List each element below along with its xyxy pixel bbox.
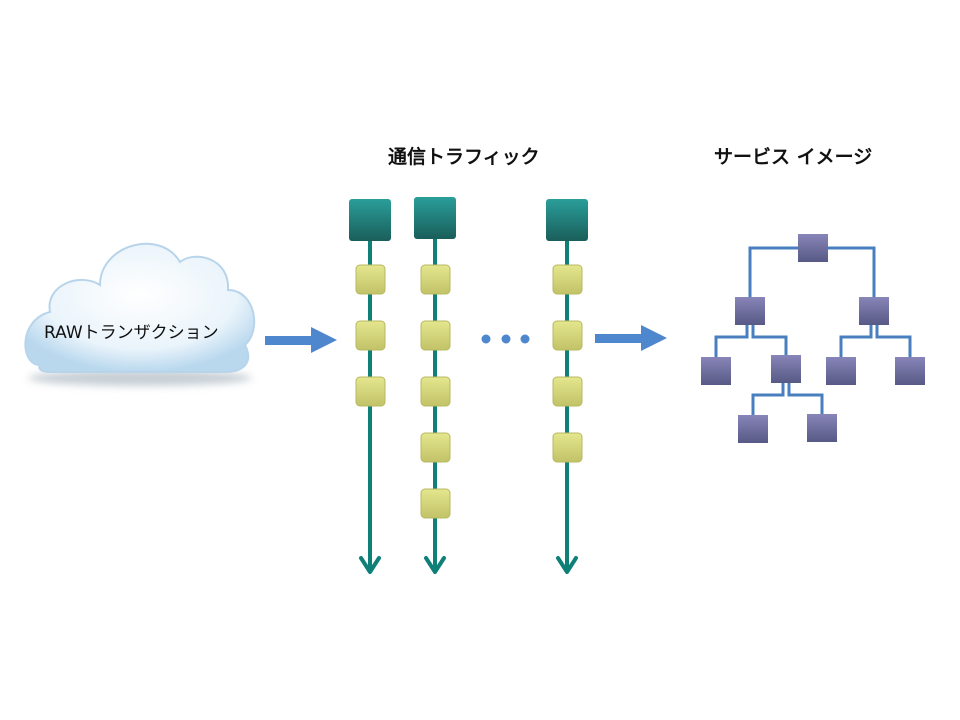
stream-head [546, 199, 588, 241]
packet [420, 376, 451, 407]
traffic-heading: 通信トラフィック [388, 146, 540, 168]
tree-node [826, 357, 856, 385]
arrow-to-traffic-icon [265, 327, 337, 353]
tree-edge [839, 325, 873, 357]
tree-edge [751, 325, 788, 355]
traffic-stream [349, 199, 391, 574]
packet [355, 264, 386, 295]
ellipsis-dots [481, 334, 530, 344]
traffic-stream [546, 199, 588, 574]
tree-edge [787, 383, 824, 414]
packet [420, 320, 451, 351]
packet [552, 264, 583, 295]
packet [552, 432, 583, 463]
packet [355, 376, 386, 407]
packet [355, 320, 386, 351]
packet [552, 376, 583, 407]
arrow-down-icon [556, 556, 578, 574]
packet [420, 432, 451, 463]
tree-node [735, 297, 765, 325]
service-image-heading: サービス イメージ [714, 146, 873, 168]
packet [420, 264, 451, 295]
tree-node [771, 355, 801, 383]
cloud-label: RAWトランザクション [44, 323, 219, 343]
arrow-down-icon [424, 556, 446, 574]
tree-edge [748, 246, 798, 297]
cloud-icon [24, 242, 256, 386]
tree-node [895, 357, 925, 385]
tree-edge [751, 383, 785, 415]
tree-node [701, 357, 731, 385]
service-tree [701, 234, 925, 443]
tree-edge [875, 325, 912, 357]
packet [552, 320, 583, 351]
tree-node [859, 297, 889, 325]
stream-head [414, 197, 456, 239]
arrow-down-icon [359, 556, 381, 574]
tree-node [738, 415, 768, 443]
traffic-streams [349, 197, 588, 574]
packet [420, 488, 451, 519]
tree-edge [828, 246, 876, 297]
tree-node [807, 414, 837, 442]
arrow-to-service-icon [595, 325, 667, 351]
tree-node [798, 234, 828, 262]
tree-edge [714, 325, 749, 357]
traffic-stream [414, 197, 456, 574]
stream-head [349, 199, 391, 241]
